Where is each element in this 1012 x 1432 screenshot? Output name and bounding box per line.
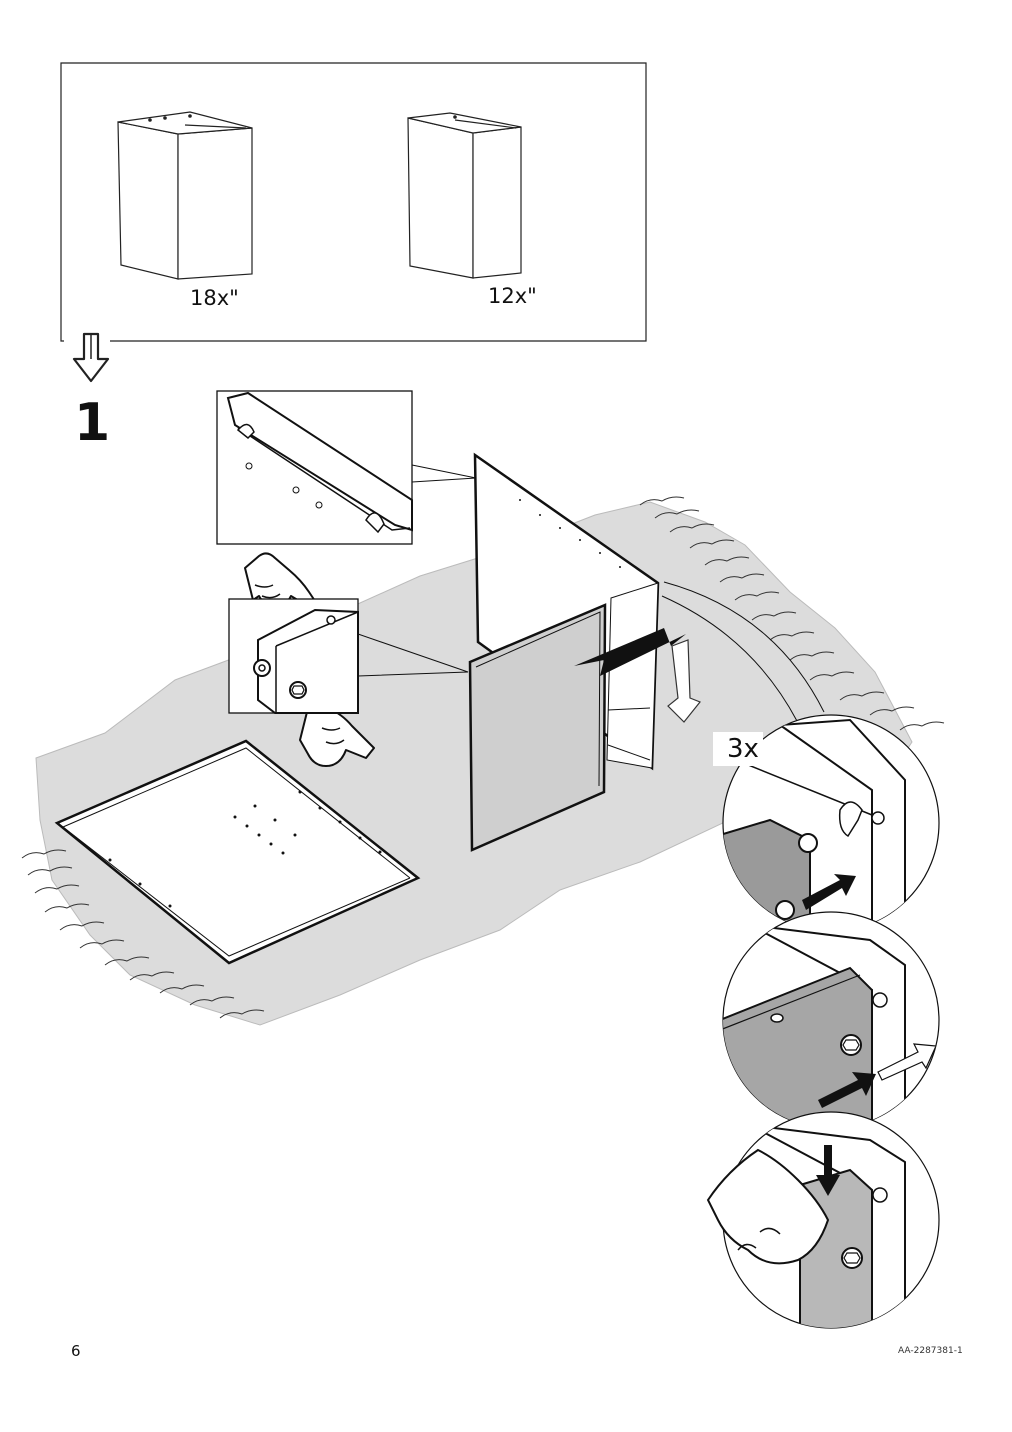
down-arrow-icon	[72, 332, 110, 383]
detail-callout-top	[216, 390, 477, 545]
detail-callout-middle	[228, 598, 469, 714]
cabinet-18-image	[117, 111, 253, 280]
page-number: 6	[71, 1342, 81, 1360]
article-code: AA-2287381-1	[898, 1346, 963, 1356]
callout-connector	[661, 581, 825, 722]
detail-circle-3	[706, 1111, 940, 1329]
detail-circle-2	[722, 911, 940, 1129]
cabinet-12-label: 12x"	[488, 284, 537, 308]
count-badge-bg	[713, 732, 763, 766]
repeat-count: 3x	[727, 734, 759, 764]
hand-icon-lower	[299, 699, 375, 767]
cabinet-18-label: 18x"	[190, 286, 239, 310]
overview-box	[60, 62, 647, 342]
cabinet-12-image	[407, 112, 522, 279]
cabinet-assembly	[468, 452, 701, 852]
bottom-panel	[54, 739, 421, 965]
step-number: 1	[74, 393, 111, 453]
